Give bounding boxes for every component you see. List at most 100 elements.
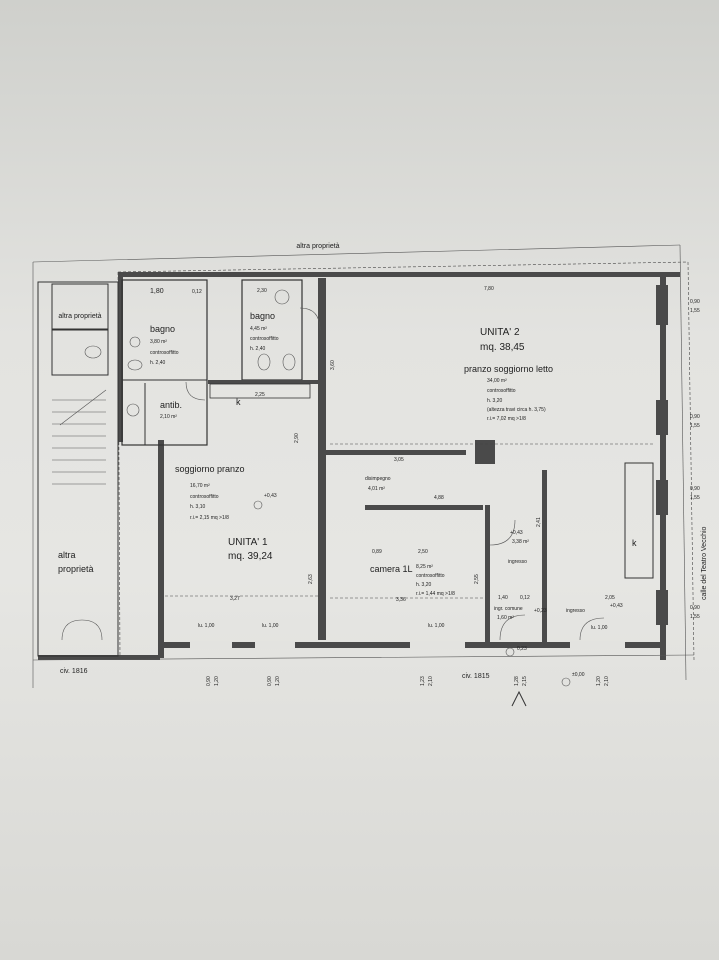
ingresso2-name: ingresso bbox=[566, 608, 585, 614]
neighbor-room-top bbox=[51, 283, 109, 330]
unit1-mq: mq. 39,24 bbox=[228, 551, 273, 562]
vdim-1: 0,90 bbox=[206, 676, 212, 686]
sink-icon-3 bbox=[274, 289, 290, 305]
vdim-6: 2,10 bbox=[428, 676, 434, 686]
wall-kitchen bbox=[208, 380, 318, 384]
kitchen-marker-1: k bbox=[236, 397, 241, 407]
kitchen-marker-2: k bbox=[632, 538, 637, 548]
vdim-9: 1,20 bbox=[596, 676, 602, 686]
unit1-area: 16,70 m² bbox=[190, 483, 210, 489]
sink-icon-2 bbox=[126, 403, 140, 417]
antib-area: 2,10 m² bbox=[160, 414, 177, 420]
ingresso1-name: ingresso bbox=[508, 559, 527, 565]
wall-right bbox=[660, 275, 666, 660]
camera-height: h. 3,20 bbox=[416, 582, 432, 588]
civ-1816: civ. 1816 bbox=[60, 668, 88, 675]
dim-r-155-2: 1,55 bbox=[690, 423, 700, 429]
level-marker-icon bbox=[253, 500, 263, 510]
ingr-comune-level: +0,23 bbox=[534, 608, 547, 614]
dim-3-27: 3,27 bbox=[230, 596, 240, 602]
unit2-area: 34,00 m² bbox=[487, 378, 507, 384]
dim-2-50: 2,50 bbox=[418, 549, 428, 555]
dim-r-155-4: 1,55 bbox=[690, 614, 700, 620]
ingresso1-area: 3,38 m² bbox=[512, 539, 529, 545]
dim-2-05: 2,05 bbox=[605, 595, 615, 601]
unit1-ceiling: controsoffitto bbox=[190, 494, 219, 500]
dim-1-80: 1,80 bbox=[150, 288, 164, 295]
dim-3-60: 3,60 bbox=[330, 360, 336, 370]
dim-r-090-2: 0,90 bbox=[690, 414, 700, 420]
disimpegno-name: disimpegno bbox=[365, 476, 391, 482]
dashed-boundary-top bbox=[117, 261, 689, 273]
door-bath2 bbox=[299, 307, 321, 331]
door-ingr-comune bbox=[499, 614, 526, 641]
ingr-comune-area: 1,60 m² bbox=[497, 615, 514, 621]
dim-4-88: 4,88 bbox=[434, 495, 444, 501]
bagno2-height: h. 2,40 bbox=[250, 346, 266, 352]
sink-icon bbox=[129, 336, 141, 348]
toilet-icon-3 bbox=[257, 353, 271, 371]
window-right-3 bbox=[656, 480, 668, 515]
vdim-10: 2,10 bbox=[604, 676, 610, 686]
window-label-2: lu. 1,00 bbox=[262, 623, 279, 629]
dashed-boundary-right bbox=[687, 261, 695, 661]
dim-r-155-1: 1,55 bbox=[690, 308, 700, 314]
kitchen-unit-1 bbox=[209, 383, 311, 399]
level-zero: ±0,00 bbox=[572, 672, 585, 678]
dim-0-12: 0,12 bbox=[192, 289, 202, 295]
street-line bbox=[32, 654, 695, 661]
vdim-3: 0,90 bbox=[267, 676, 273, 686]
altra-proprieta-bottom-1: altra bbox=[58, 550, 76, 560]
dim-0-89: 0,89 bbox=[372, 549, 382, 555]
unit2-note: (altezza travi circa h. 3,75) bbox=[487, 407, 546, 413]
level-0-23: 0,23 bbox=[517, 646, 527, 652]
window-right-1 bbox=[656, 285, 668, 325]
window-label-1: lu. 1,00 bbox=[198, 623, 215, 629]
wall-disimpegno-top bbox=[326, 450, 466, 455]
pillar bbox=[475, 440, 495, 464]
wall-left-lower bbox=[158, 440, 164, 658]
door-ingresso bbox=[489, 519, 516, 546]
altra-proprieta-top: altra proprietà bbox=[58, 313, 101, 320]
bath-block-unit1 bbox=[121, 279, 208, 446]
toilet-icon-2 bbox=[127, 359, 143, 371]
unit1-height: h. 3,10 bbox=[190, 504, 206, 510]
level-marker-icon-3 bbox=[561, 677, 571, 687]
dim-2-63: 2,63 bbox=[308, 574, 314, 584]
bagno2-ceiling: controsoffitto bbox=[250, 336, 279, 342]
unit2-pranzo: pranzo soggiorno letto bbox=[464, 364, 553, 374]
dim-7-80: 7,80 bbox=[484, 286, 494, 292]
bagno1-height: h. 2,40 bbox=[150, 360, 166, 366]
vdim-5: 1,23 bbox=[420, 676, 426, 686]
wall-left-upper bbox=[118, 272, 123, 442]
window-label-3: lu. 1,00 bbox=[428, 623, 445, 629]
wall-entry-right bbox=[542, 470, 547, 642]
site-line-top bbox=[32, 244, 681, 263]
site-line-right bbox=[679, 244, 687, 681]
dim-2-41: 2,41 bbox=[536, 517, 542, 527]
antib-name: antib. bbox=[160, 400, 182, 410]
unit1-level: +0,43 bbox=[264, 493, 277, 499]
dim-r-090-4: 0,90 bbox=[690, 605, 700, 611]
kitchen-unit-2 bbox=[624, 462, 654, 579]
stair-icon bbox=[52, 389, 107, 485]
toilet-icon bbox=[84, 345, 102, 359]
camera-area: 8,25 m² bbox=[416, 564, 433, 570]
wall-camera-right bbox=[485, 505, 490, 643]
window-bottom-1 bbox=[190, 641, 232, 649]
dim-r-090-3: 0,90 bbox=[690, 486, 700, 492]
vdim-2: 1,20 bbox=[214, 676, 220, 686]
unit2-ceiling: controsoffitto bbox=[487, 388, 516, 394]
neighbor-block bbox=[37, 281, 119, 657]
wall-unit-divider bbox=[318, 278, 326, 640]
ingresso1-level: +0,43 bbox=[510, 530, 523, 536]
window-right-2 bbox=[656, 400, 668, 435]
dim-2-90: 2,90 bbox=[294, 433, 300, 443]
wall-camera-top bbox=[365, 505, 483, 510]
unit2-mq: mq. 38,45 bbox=[480, 342, 525, 353]
altra-proprieta-bottom-2: proprietà bbox=[58, 564, 94, 574]
bagno2-name: bagno bbox=[250, 311, 275, 321]
bagno2-area: 4,45 m² bbox=[250, 326, 267, 332]
disimpegno-area: 4,01 m² bbox=[368, 486, 385, 492]
